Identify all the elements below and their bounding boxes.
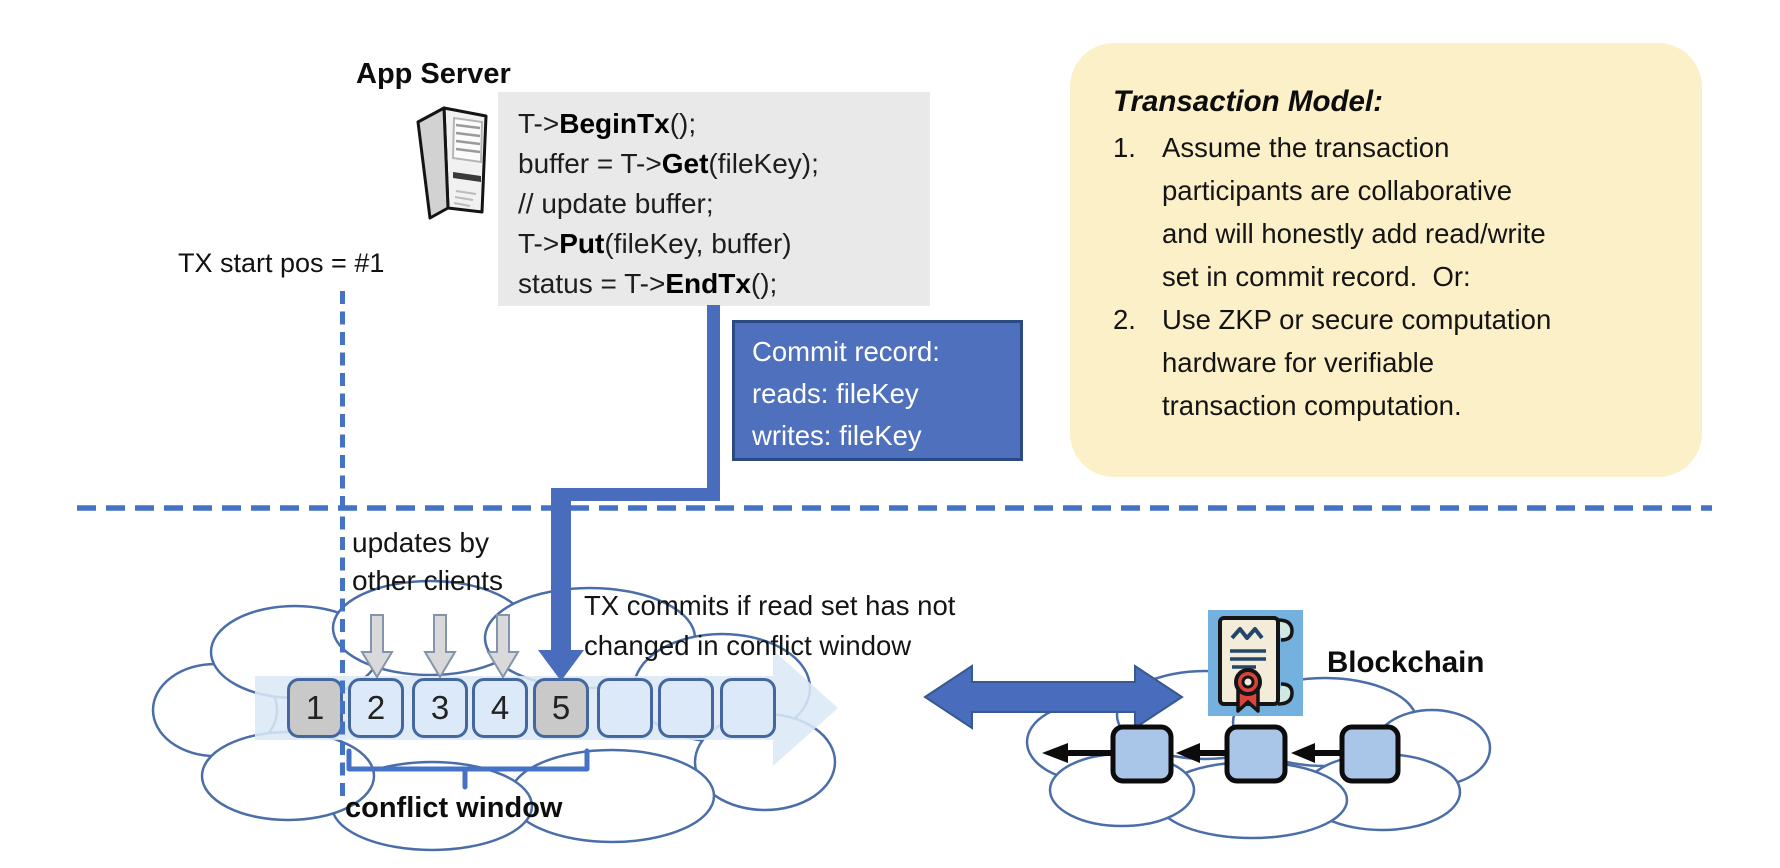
block — [1110, 724, 1174, 784]
label-line: other clients — [352, 565, 503, 596]
update-arrows — [360, 614, 520, 679]
code-line: // update buffer; — [518, 188, 714, 219]
timeline-slot-4: 4 — [472, 678, 528, 738]
timeline-slot-1: 1 — [287, 678, 343, 738]
timeline-slot-7 — [658, 678, 714, 738]
note-item-text: Assume the transaction participants are … — [1162, 126, 1546, 298]
code-line: buffer = T->Get(fileKey); — [518, 148, 819, 179]
blockchain-cloud — [1025, 669, 1492, 840]
note-item-number: 1. — [1113, 132, 1136, 163]
app-server-label: App Server — [356, 58, 511, 90]
code-line: T->Put(fileKey, buffer) — [518, 228, 792, 259]
block — [1339, 724, 1401, 784]
code-line: T->BeginTx(); — [518, 108, 697, 139]
note-item-1: 1. Assume the transaction participants a… — [1113, 126, 1702, 298]
tx-start-pos-label: TX start pos = #1 — [178, 248, 385, 278]
server-tower-icon — [416, 106, 488, 220]
note-line: Use ZKP or secure computation — [1162, 304, 1552, 335]
label-line: changed in conflict window — [584, 630, 912, 661]
note-item-2: 2. Use ZKP or secure computation hardwar… — [1113, 298, 1702, 427]
commit-record-line: Commit record: — [752, 336, 940, 367]
blockchain-blocks — [1110, 724, 1401, 784]
timeline-slot-8 — [720, 678, 776, 738]
tx-commits-label: TX commits if read set has not changed i… — [584, 586, 955, 666]
note-line: transaction computation. — [1162, 390, 1462, 421]
note-line: Assume the transaction — [1162, 132, 1450, 163]
note-line: hardware for verifiable — [1162, 347, 1435, 378]
transaction-model-note: Transaction Model: 1. Assume the transac… — [1070, 43, 1702, 477]
updates-by-other-clients-label: updates by other clients — [352, 524, 503, 600]
sync-double-arrow — [923, 664, 1184, 730]
timeline-slot-6 — [597, 678, 653, 738]
timeline-slot-3: 3 — [412, 678, 468, 738]
timeline-slot-2: 2 — [348, 678, 404, 738]
update-arrow-icon — [423, 614, 457, 679]
blockchain-label: Blockchain — [1327, 646, 1485, 679]
update-arrow-icon — [360, 614, 394, 679]
update-arrow-icon — [486, 614, 520, 679]
note-item-text: Use ZKP or secure computation hardware f… — [1162, 298, 1551, 427]
conflict-window-bracket — [346, 748, 590, 790]
note-line: participants are collaborative — [1162, 175, 1513, 206]
chain-link-arrows — [1042, 743, 1342, 763]
timeline-slot-5: 5 — [533, 678, 589, 738]
note-line: set in commit record. Or: — [1162, 261, 1471, 292]
transaction-code-box: T->BeginTx(); buffer = T->Get(fileKey); … — [498, 92, 930, 306]
note-title: Transaction Model: — [1113, 85, 1383, 118]
label-line: updates by — [352, 527, 489, 558]
label-line: TX commits if read set has not — [584, 590, 956, 621]
note-item-number: 2. — [1113, 304, 1136, 335]
note-line: and will honestly add read/write — [1162, 218, 1546, 249]
block — [1224, 724, 1288, 784]
certificate-scroll-icon — [1208, 610, 1303, 716]
commit-record-line: writes: fileKey — [752, 420, 922, 451]
commit-record-box: Commit record: reads: fileKey writes: fi… — [732, 320, 1023, 461]
commit-record-line: reads: fileKey — [752, 378, 919, 409]
conflict-window-label: conflict window — [345, 792, 563, 824]
code-line: status = T->EndTx(); — [518, 268, 778, 299]
